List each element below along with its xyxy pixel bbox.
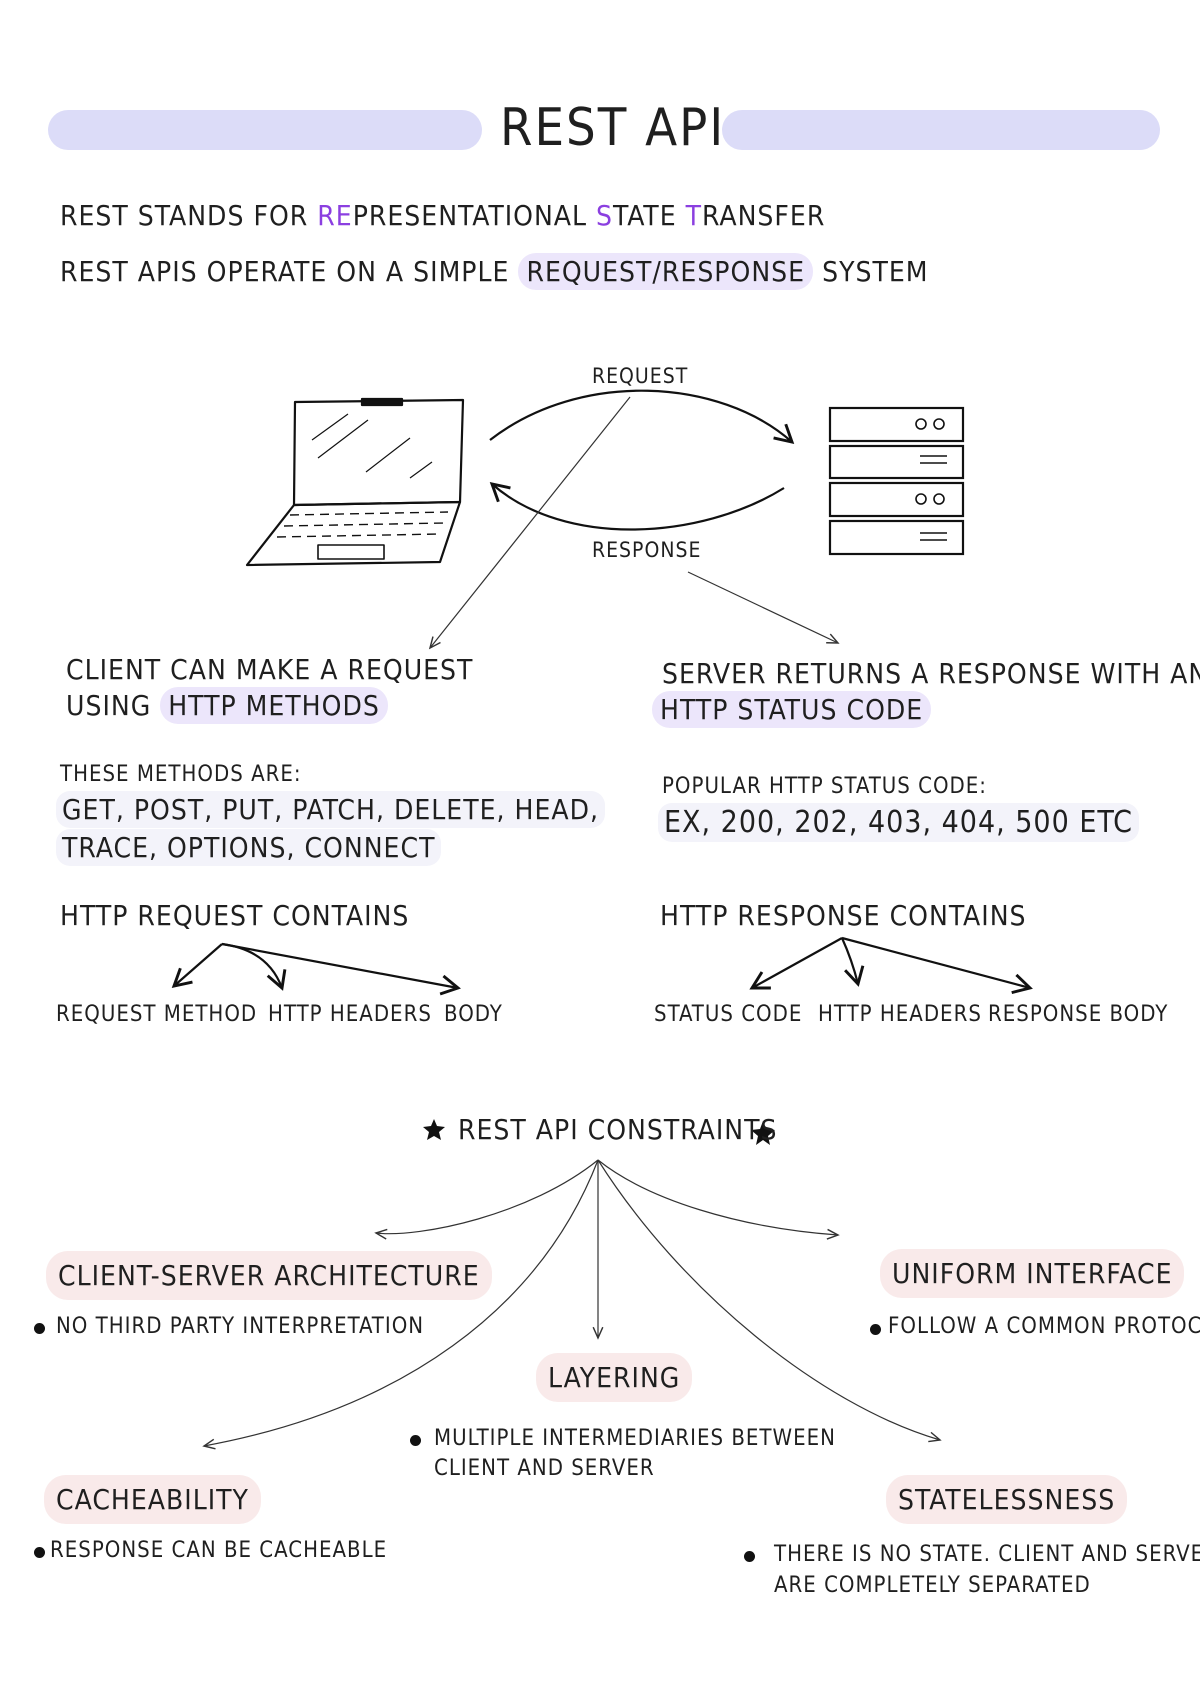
- intro-tate: TATE: [613, 199, 686, 232]
- methods-line-2: TRACE, OPTIONS, CONNECT: [56, 829, 442, 866]
- constraint-client-server-label: CLIENT-SERVER ARCHITECTURE: [46, 1251, 492, 1300]
- codes-line-text: EX, 200, 202, 403, 404, 500 ETC: [658, 803, 1139, 842]
- methods-line-1-text: GET, POST, PUT, PATCH, DELETE, HEAD,: [56, 791, 605, 828]
- response-item-body: RESPONSE BODY: [988, 1002, 1169, 1027]
- title-bar-right: [722, 110, 1160, 150]
- response-arrow: [489, 482, 785, 531]
- constraint-statelessness-label: STATELESSNESS: [886, 1475, 1128, 1524]
- request-arrow: [489, 389, 795, 445]
- server-heading-line-2: HTTP STATUS CODE: [652, 691, 932, 728]
- http-status-code-highlight: HTTP STATUS CODE: [652, 691, 932, 728]
- constraint-layering: LAYERING: [536, 1353, 693, 1402]
- intro-line-2: REST APIS OPERATE ON A SIMPLE REQUEST/RE…: [60, 253, 929, 290]
- constraint-uniform: UNIFORM INTERFACE: [880, 1249, 1185, 1298]
- request-pointer: [428, 396, 631, 650]
- server-rack-icon: [828, 406, 965, 556]
- accent-s: S: [596, 199, 614, 232]
- constraint-layering-label: LAYERING: [536, 1353, 693, 1402]
- constraint-statelessness-note-2: ARE COMPLETELY SEPARATED: [774, 1573, 1091, 1598]
- response-pointer: [687, 571, 840, 644]
- star-icon: [423, 1119, 445, 1140]
- laptop-icon: [245, 397, 465, 567]
- response-contains-tree: [749, 936, 1033, 995]
- codes-intro: POPULAR HTTP STATUS CODE:: [662, 774, 987, 799]
- constraint-statelessness: STATELESSNESS: [886, 1475, 1128, 1524]
- intro-ransfer: RANSFER: [702, 199, 826, 232]
- constraint-client-server: CLIENT-SERVER ARCHITECTURE: [46, 1251, 492, 1300]
- constraint-uniform-label: UNIFORM INTERFACE: [880, 1249, 1185, 1298]
- server-heading-line-1: SERVER RETURNS A RESPONSE WITH AN: [662, 657, 1200, 690]
- constraint-layering-note-2: CLIENT AND SERVER: [434, 1456, 655, 1481]
- title-bar-left: [48, 110, 482, 150]
- constraint-uniform-note: FOLLOW A COMMON PROTOCOL: [888, 1314, 1200, 1339]
- request-response-highlight: REQUEST/RESPONSE: [518, 253, 814, 290]
- constraint-client-server-note: NO THIRD PARTY INTERPRETATION: [56, 1314, 425, 1339]
- bullet-dot: [34, 1323, 45, 1334]
- bullet-dot: [870, 1324, 881, 1335]
- intro-line-1-prefix: REST STANDS FOR: [60, 199, 318, 232]
- request-contains-title: HTTP REQUEST CONTAINS: [60, 899, 410, 932]
- client-heading-line-1: CLIENT CAN MAKE A REQUEST: [66, 653, 474, 686]
- response-item-status: STATUS CODE: [654, 1002, 803, 1027]
- intro-line-1: REST STANDS FOR REPRESENTATIONAL STATE T…: [60, 202, 825, 230]
- response-item-headers: HTTP HEADERS: [818, 1002, 982, 1027]
- client-heading-prefix: USING: [66, 689, 161, 722]
- methods-line-1: GET, POST, PUT, PATCH, DELETE, HEAD,: [56, 791, 605, 828]
- star-icon: [751, 1121, 775, 1145]
- response-contains-title: HTTP RESPONSE CONTAINS: [660, 899, 1027, 932]
- request-label: REQUEST: [592, 364, 689, 388]
- constraints-arrows: [202, 1159, 942, 1450]
- methods-line-2-text: TRACE, OPTIONS, CONNECT: [56, 829, 442, 866]
- accent-t: T: [685, 199, 702, 232]
- http-methods-highlight: HTTP METHODS: [160, 687, 388, 724]
- intro-line-2-prefix: REST APIS OPERATE ON A SIMPLE: [60, 255, 519, 288]
- response-label: RESPONSE: [592, 538, 702, 562]
- constraint-cacheability-label: CACHEABILITY: [44, 1475, 261, 1524]
- intro-line-2-suffix: SYSTEM: [813, 255, 929, 288]
- constraints-title: REST API CONSTRAINTS: [458, 1113, 778, 1146]
- constraint-cacheability: CACHEABILITY: [44, 1475, 261, 1524]
- bullet-dot: [410, 1435, 421, 1446]
- request-item-body: BODY: [444, 1002, 503, 1027]
- accent-re: RE: [317, 199, 353, 232]
- constraint-statelessness-note-1: THERE IS NO STATE. CLIENT AND SERVER: [774, 1542, 1200, 1567]
- request-item-method: REQUEST METHOD: [56, 1002, 258, 1027]
- bullet-dot: [34, 1547, 45, 1558]
- constraint-layering-note-1: MULTIPLE INTERMEDIARIES BETWEEN: [434, 1426, 836, 1451]
- methods-intro: THESE METHODS ARE:: [60, 762, 302, 787]
- constraint-cacheability-note: RESPONSE CAN BE CACHEABLE: [50, 1538, 388, 1563]
- request-item-headers: HTTP HEADERS: [268, 1002, 432, 1027]
- client-heading-line-2: USING HTTP METHODS: [66, 687, 388, 724]
- intro-presentational: PRESENTATIONAL: [352, 199, 597, 232]
- bullet-dot: [744, 1551, 755, 1562]
- codes-line: EX, 200, 202, 403, 404, 500 ETC: [658, 803, 1139, 842]
- request-contains-tree: [171, 942, 461, 996]
- page-title: REST API: [500, 98, 726, 158]
